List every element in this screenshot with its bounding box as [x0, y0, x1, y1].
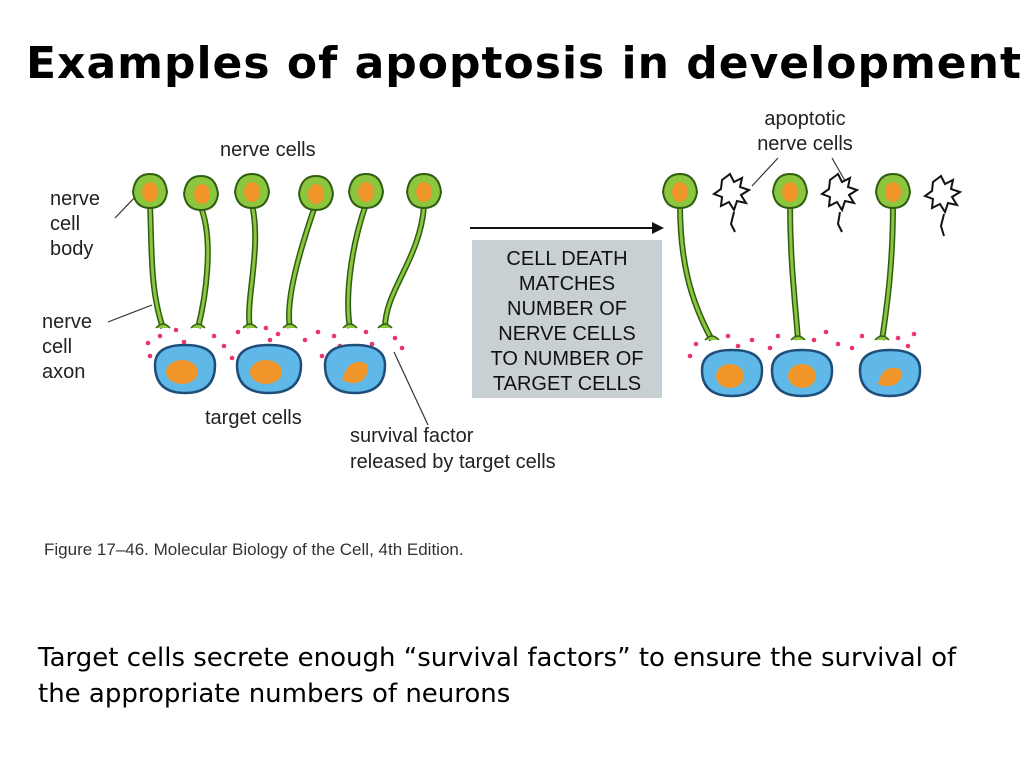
nerve-cell — [661, 172, 720, 342]
label-nerve-cell-axon-2: cell — [42, 336, 72, 358]
right-neuron-group — [661, 172, 912, 342]
apoptosis-diagram: nerve cells nerve cell body nerve cell a… — [0, 100, 1024, 580]
target-cell — [235, 343, 303, 395]
arrow — [470, 222, 664, 234]
nerve-cell — [342, 172, 385, 329]
target-cell — [323, 343, 387, 395]
target-cell — [153, 343, 217, 395]
label-nerve-cell-axon-3: axon — [42, 361, 85, 383]
nerve-cell — [377, 172, 443, 329]
label-nerve-cells: nerve cells — [220, 139, 316, 161]
label-nerve-cell-body-2: cell — [50, 213, 80, 235]
box-line-1: CELL DEATH — [506, 248, 627, 270]
left-target-cell-group — [153, 343, 387, 395]
nerve-cell — [282, 174, 335, 329]
nerve-cell — [233, 172, 271, 329]
label-apoptotic-2: nerve cells — [757, 133, 853, 155]
target-cell — [770, 348, 834, 398]
box-line-6: TARGET CELLS — [493, 373, 641, 395]
nerve-cell — [131, 172, 171, 329]
label-survival-factor-2: released by target cells — [350, 451, 556, 473]
pointer-line-apoptotic-left — [751, 157, 779, 187]
box-line-4: NERVE CELLS — [498, 323, 635, 345]
target-cell — [858, 348, 922, 398]
label-survival-factor-1: survival factor — [350, 425, 474, 447]
apoptotic-cell-group — [711, 172, 963, 237]
cell-death-box — [472, 240, 662, 398]
pointer-line-survival — [393, 351, 429, 426]
box-line-5: TO NUMBER OF — [491, 348, 644, 370]
figure-caption: Figure 17–46. Molecular Biology of the C… — [44, 540, 464, 559]
box-line-2: MATCHES — [519, 273, 615, 295]
right-survival-factor-dots — [687, 329, 917, 359]
label-apoptotic-1: apoptotic — [764, 108, 845, 130]
left-survival-factor-dots — [145, 325, 405, 361]
label-nerve-cell-body-3: body — [50, 238, 93, 260]
apoptotic-cell — [819, 172, 860, 233]
pointer-line-body — [114, 194, 138, 219]
left-neuron-group — [131, 172, 443, 329]
nerve-cell — [182, 174, 220, 329]
slide-title: Examples of apoptosis in development — [26, 38, 1022, 89]
label-nerve-cell-axon-1: nerve — [42, 311, 92, 333]
footer-text: Target cells secrete enough “survival fa… — [38, 643, 957, 709]
label-target-cells: target cells — [205, 407, 302, 429]
apoptotic-cell — [711, 172, 752, 233]
pointer-line-axon — [107, 304, 153, 323]
apoptotic-cell — [922, 174, 963, 237]
nerve-cell — [874, 172, 912, 341]
target-cell — [700, 348, 764, 398]
right-target-cell-group — [700, 348, 922, 398]
label-nerve-cell-body-1: nerve — [50, 188, 100, 210]
nerve-cell — [771, 172, 809, 341]
box-line-3: NUMBER OF — [507, 298, 627, 320]
